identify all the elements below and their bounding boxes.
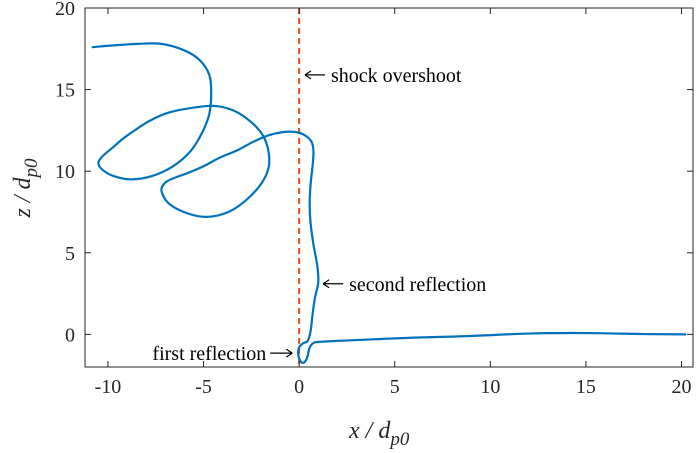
x-tick-label: -10 (95, 376, 122, 398)
x-tick-label: 20 (672, 376, 692, 398)
annotation-arrowhead (285, 348, 293, 358)
x-tick-label: -5 (195, 376, 212, 398)
annotation-arrowhead (304, 70, 312, 80)
axes: -10 -5 0 5 10 15 20 0 5 10 15 20 shock overshoot seco… (55, 0, 694, 398)
annotation-label: first reflection (152, 343, 266, 365)
plot-area (91, 8, 687, 367)
x-tick-label: 10 (480, 376, 500, 398)
x-tick-label: 5 (390, 376, 400, 398)
y-axis-label-main: z / d (10, 176, 36, 218)
annotation-arrowhead (322, 279, 330, 289)
y-tick-label: 5 (65, 243, 75, 265)
x-tick-label: 0 (294, 376, 304, 398)
y-tick-label: 15 (55, 80, 75, 102)
x-axis-label-sub: p0 (388, 429, 410, 450)
trajectory-line-0 (91, 42, 687, 365)
y-axis-label: z / dp0 (10, 158, 42, 219)
x-axis-label: x / dp0 (348, 418, 410, 450)
y-tick-label: 0 (65, 324, 75, 346)
axes-box (84, 7, 694, 368)
x-tick-label: 15 (576, 376, 596, 398)
x-axis-label-main: x / d (348, 418, 391, 444)
annotation-label: second reflection (349, 274, 486, 296)
y-axis-label-sub: p0 (21, 158, 42, 180)
y-tick-label: 10 (55, 161, 75, 183)
y-tick-label: 20 (55, 0, 75, 20)
annotation-label: shock overshoot (331, 65, 462, 87)
